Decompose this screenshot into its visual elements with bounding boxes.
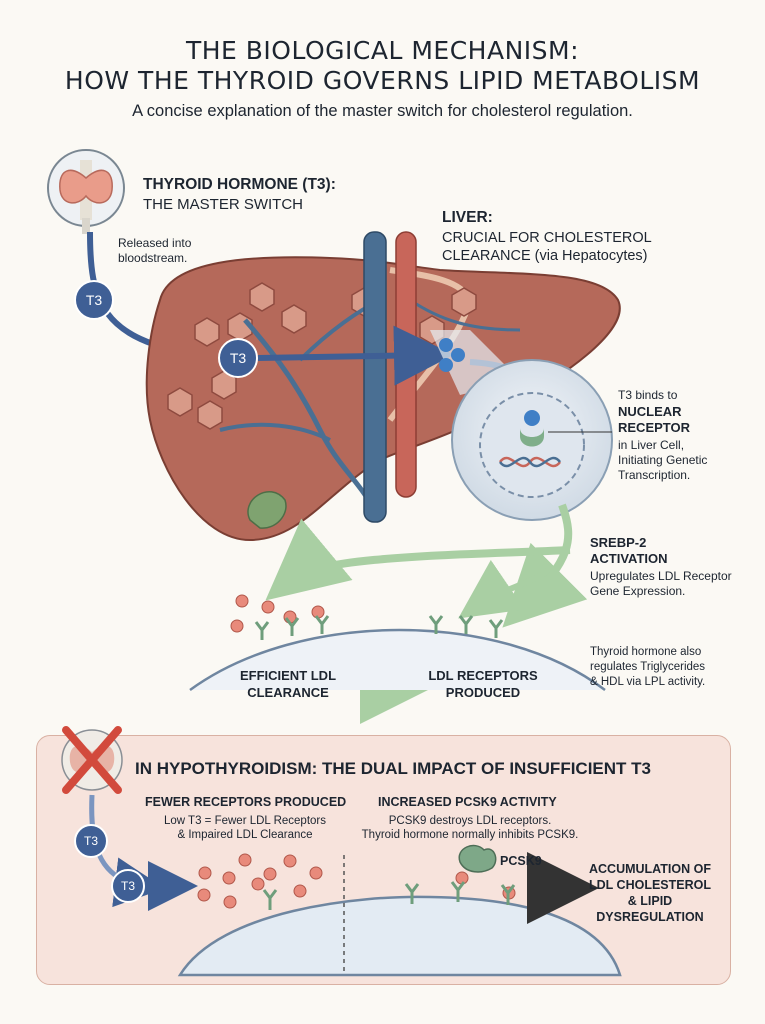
nuclear-line2: in Liver Cell, [618, 438, 685, 452]
efficient-line2: CLEARANCE [247, 685, 329, 700]
pcsk9-icon [458, 844, 497, 873]
srebp-bold1: SREBP-2 [590, 535, 647, 550]
t3-liver-badge [218, 338, 258, 378]
srebp-bold2: ACTIVATION [590, 551, 668, 566]
hypo-heading: IN HYPOTHYROIDISM: THE DUAL IMPACT OF IN… [135, 759, 651, 778]
receptors-line2: PRODUCED [445, 685, 521, 700]
thyroid-subheading: THE MASTER SWITCH [143, 196, 303, 213]
pcsk9-line1: PCSK9 destroys LDL receptors. [388, 815, 552, 827]
pcsk9-title: INCREASED PCSK9 ACTIVITY [378, 795, 557, 809]
liver-cell-zoom [430, 330, 613, 521]
liver-line1: CRUCIAL FOR CHOLESTEROL [442, 230, 652, 246]
result-line2: LDL CHOLESTEROL [589, 878, 711, 892]
release-note-1: Released into [118, 236, 192, 250]
trig-line1: Thyroid hormone also [590, 646, 702, 658]
t3-liver-badge-label: T3 [229, 350, 247, 366]
nuclear-line1: T3 binds to [618, 388, 678, 402]
nuclear-line3: Initiating Genetic [618, 453, 708, 467]
page-subtitle: A concise explanation of the master swit… [132, 102, 633, 120]
thyroid-gland-icon [47, 149, 125, 234]
page-title-line1: THE BIOLOGICAL MECHANISM: [185, 36, 580, 65]
ldl-particles [230, 594, 325, 633]
srebp-line2: Gene Expression. [590, 584, 686, 598]
page-title-line2: HOW THE THYROID GOVERNS LIPID METABOLISM [64, 66, 701, 95]
liver-heading: LIVER: [442, 209, 493, 226]
trig-line2: regulates Triglycerides [590, 661, 706, 673]
ldl-receptors [254, 615, 504, 640]
nuclear-bold1: NUCLEAR [618, 404, 682, 419]
hypo-t3-badge-b: T3 [120, 879, 135, 893]
result-line4: DYSREGULATION [596, 910, 704, 924]
t3-molecule-icon [439, 338, 465, 372]
srebp-line1: Upregulates LDL Receptor [590, 569, 732, 583]
t3-thyroid-badge [74, 280, 114, 320]
receptors-line1: LDL RECEPTORS [428, 668, 538, 683]
fewer-line2: & Impaired LDL Clearance [177, 829, 313, 841]
t3-thyroid-badge-label: T3 [85, 292, 103, 308]
result-line3: & LIPID [627, 894, 673, 908]
nuclear-line4: Transcription. [618, 468, 691, 482]
cell-membrane [189, 628, 606, 692]
hypo-t3-badge-a: T3 [83, 834, 98, 848]
reduced-thyroid-x-icon [62, 726, 122, 794]
t3-to-cell-arrow [257, 325, 454, 386]
pcsk9-label: PCSK9 [500, 854, 542, 868]
pcsk9-line2: Thyroid hormone normally inhibits PCSK9. [361, 829, 579, 841]
trig-line3: & HDL via LPL activity. [590, 676, 706, 688]
efficient-line1: EFFICIENT LDL [239, 668, 337, 683]
liver-line2: CLEARANCE (via Hepatocytes) [442, 248, 648, 264]
hypo-illustration [61, 726, 622, 977]
thyroid-heading: THYROID HORMONE (T3): [143, 176, 336, 193]
release-note-2: bloodstream. [118, 251, 188, 265]
fewer-line1: Low T3 = Fewer LDL Receptors [163, 815, 327, 827]
result-line1: ACCUMULATION OF [589, 862, 711, 876]
nuclear-bold2: RECEPTOR [618, 420, 690, 435]
fewer-title: FEWER RECEPTORS PRODUCED [145, 795, 347, 809]
